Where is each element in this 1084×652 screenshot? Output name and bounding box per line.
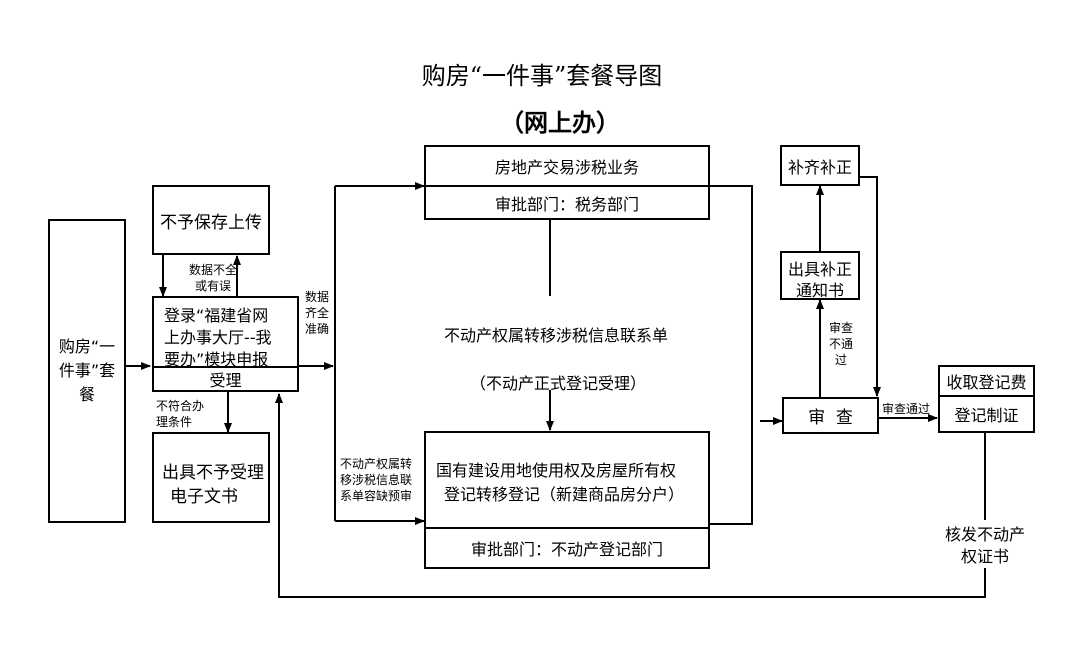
- not-qualified-line-1: 不符合办: [156, 399, 205, 413]
- reject-doc-line-1: 出具不予受理: [162, 463, 264, 483]
- fee-divider: [940, 395, 1033, 397]
- review-fail-line-1: 审查: [828, 321, 853, 335]
- start-label: 购房“一件事”套餐: [58, 337, 116, 404]
- notice-line-1: 出具补正: [788, 260, 853, 279]
- review-fail-label: 审查 不通 过: [826, 320, 856, 368]
- register-dept-label: 审批部门：不动产登记部门: [470, 540, 663, 559]
- issue-label: 核发不动产 权证书: [935, 524, 1035, 568]
- review-fail-line-3: 过: [834, 353, 847, 367]
- incomplete-line-1: 数据不全: [188, 263, 237, 277]
- not-qualified-label: 不符合办 理条件: [156, 398, 204, 430]
- login-line-3: 要办”模块申报: [164, 350, 269, 369]
- issue-line-1: 核发不动产: [944, 525, 1025, 544]
- supplement-box: 补齐补正: [780, 145, 860, 186]
- review-pass-label: 审查通过: [882, 402, 931, 416]
- tolerance-line-2: 移涉税信息联: [340, 473, 413, 487]
- arrow-issue-to-login: [275, 393, 986, 598]
- tax-dept-label: 审批部门：税务部门: [494, 194, 639, 214]
- review-box: 审 查: [782, 397, 879, 434]
- not-qualified-line-2: 理条件: [156, 415, 193, 429]
- reject-doc-box: 出具不予受理 电子文书: [152, 432, 270, 523]
- register-divider: [426, 527, 708, 529]
- contact-sheet-label: 不动产权属转移涉税信息联系单: [444, 326, 669, 345]
- register-box: 国有建设用地使用权及房屋所有权 登记转移登记（新建商品房分户） 审批部门：不动产…: [424, 431, 710, 569]
- login-line-2: 上办事大厅--我: [164, 328, 272, 347]
- certify-label: 登记制证: [954, 406, 1019, 425]
- register-line-2: 登记转移登记（新建商品房分户）: [444, 485, 685, 504]
- complete-label: 数据 齐全 准确: [302, 289, 332, 337]
- no-save-box: 不予保存上传: [152, 185, 270, 255]
- tolerance-label: 不动产权属转 移涉税信息联 系单容缺预审: [340, 456, 412, 504]
- fee-label: 收取登记费: [946, 373, 1027, 392]
- line-tax-to-merge: [709, 185, 753, 525]
- page-title: 购房“一件事”套餐导图: [421, 62, 663, 90]
- tax-divider: [426, 185, 708, 187]
- no-save-label: 不予保存上传: [160, 212, 262, 233]
- fee-box: 收取登记费 登记制证: [938, 365, 1035, 433]
- login-box: 登录“福建省网 上办事大厅--我 要办”模块申报 受理: [152, 296, 299, 392]
- incomplete-line-2: 或有误: [194, 279, 231, 293]
- review-fail-line-2: 不通: [828, 337, 853, 351]
- review-label: 审 查: [808, 408, 853, 428]
- start-box: 购房“一件事”套餐: [48, 219, 126, 523]
- issue-line-2: 权证书: [960, 547, 1009, 566]
- formal-accept-label: （不动产正式登记受理）: [470, 374, 647, 393]
- tax-box: 房地产交易涉税业务 审批部门：税务部门: [424, 145, 710, 220]
- reject-doc-line-2: 电子文书: [170, 487, 238, 507]
- notice-box: 出具补正 通知书: [780, 251, 860, 300]
- tax-business-label: 房地产交易涉税业务: [494, 158, 639, 177]
- login-divider: [154, 366, 297, 368]
- complete-line-3: 准确: [304, 322, 329, 336]
- supplement-label: 补齐补正: [787, 157, 852, 177]
- login-line-1: 登录“福建省网: [164, 306, 269, 325]
- tolerance-line-1: 不动产权属转: [340, 457, 413, 471]
- accept-label: 受理: [209, 371, 242, 390]
- tolerance-line-3: 系单容缺预审: [340, 489, 413, 503]
- notice-line-2: 通知书: [796, 281, 845, 300]
- incomplete-label: 数据不全 或有误: [180, 262, 246, 294]
- arrow-supplement-to-review: [859, 176, 881, 397]
- complete-line-1: 数据: [304, 290, 329, 304]
- page-subtitle: （网上办）: [500, 109, 620, 137]
- complete-line-2: 齐全: [304, 306, 329, 320]
- register-line-1: 国有建设用地使用权及房屋所有权: [436, 461, 677, 480]
